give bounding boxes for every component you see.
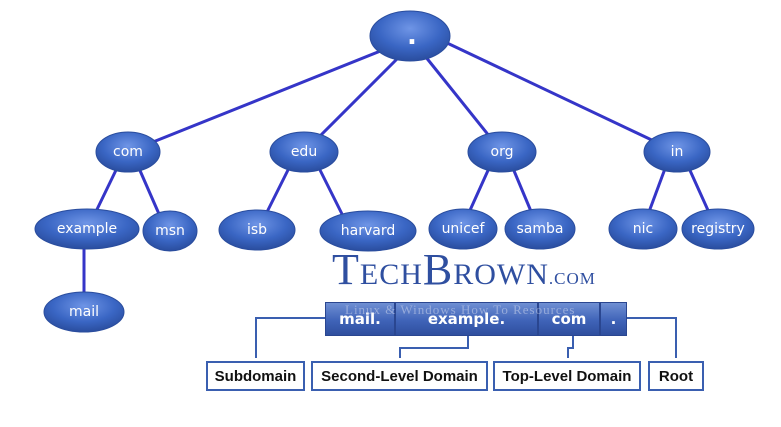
edge-root-in xyxy=(444,40,678,154)
domain-segment-com: com xyxy=(538,302,600,336)
connector-top-level xyxy=(567,330,574,358)
node-example-label: example xyxy=(57,221,117,237)
domain-segment-root: . xyxy=(600,302,627,336)
label-connectors xyxy=(255,317,677,358)
label-root: Root xyxy=(648,361,704,391)
tree-edges xyxy=(82,40,718,312)
node-msn-label: msn xyxy=(155,223,185,239)
node-in-label: in xyxy=(671,144,684,160)
node-nic-label: nic xyxy=(633,221,653,237)
node-mail: mail xyxy=(43,291,125,333)
connector-subdomain xyxy=(255,317,325,358)
node-com: com xyxy=(95,131,161,173)
node-msn: msn xyxy=(142,210,198,252)
connector-second-level xyxy=(399,330,469,358)
edge-root-com xyxy=(127,46,389,154)
node-nic: nic xyxy=(608,208,678,250)
label-top-level-domain: Top-Level Domain xyxy=(493,361,641,391)
node-com-label: com xyxy=(113,144,143,160)
domain-segment-example: example. xyxy=(395,302,538,336)
node-harvard-label: harvard xyxy=(341,223,395,239)
node-harvard: harvard xyxy=(319,210,417,252)
node-isb: isb xyxy=(218,209,296,251)
node-unicef-label: unicef xyxy=(442,221,486,237)
node-mail-label: mail xyxy=(69,304,99,320)
node-edu-label: edu xyxy=(291,144,317,160)
node-in: in xyxy=(643,131,711,173)
techbrown-logo: TECHBROWN.COM xyxy=(332,245,596,294)
node-org: org xyxy=(467,131,537,173)
node-example: example xyxy=(34,208,140,250)
node-root: . xyxy=(369,10,451,62)
domain-segment-mail: mail. xyxy=(325,302,395,336)
node-org-label: org xyxy=(491,144,514,160)
node-isb-label: isb xyxy=(247,222,267,238)
node-registry: registry xyxy=(681,208,755,250)
node-root-label: . xyxy=(407,21,417,51)
node-unicef: unicef xyxy=(428,208,498,250)
tree-nodes: . com edu org in example xyxy=(34,10,755,333)
node-samba: samba xyxy=(504,208,576,250)
label-second-level-domain: Second-Level Domain xyxy=(311,361,488,391)
node-samba-label: samba xyxy=(517,221,564,237)
node-edu: edu xyxy=(269,131,339,173)
node-registry-label: registry xyxy=(691,221,745,237)
label-subdomain: Subdomain xyxy=(206,361,305,391)
connector-root xyxy=(627,317,677,358)
logo-tagline: Linux & Windows How To Resources xyxy=(345,302,576,317)
